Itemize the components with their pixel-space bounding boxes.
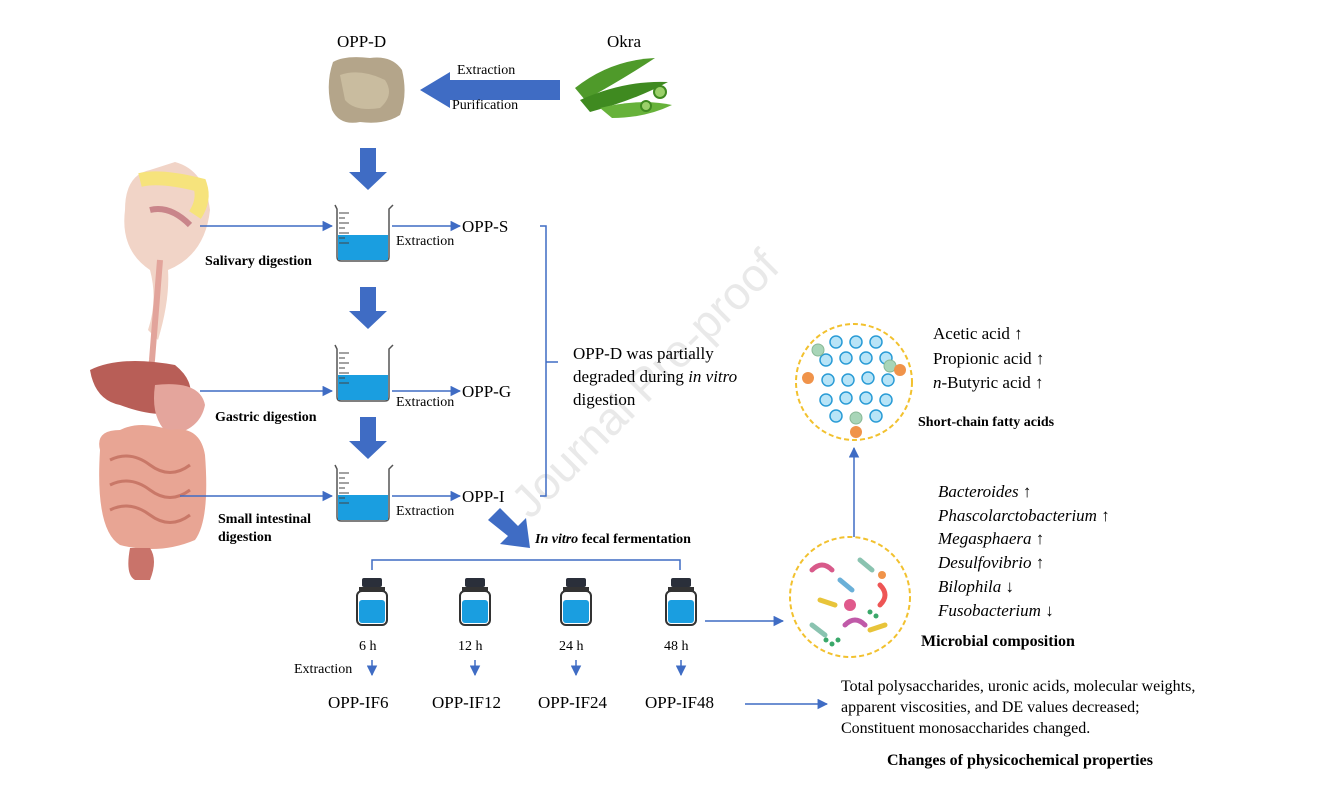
fermentation-title: In vitro fecal fermentation [535,532,691,547]
okra-label: Okra [607,32,641,51]
scfa-item-acetic: Acetic acid ↑ [933,324,1023,343]
gastric-digestion-label: Gastric digestion [215,410,317,425]
extraction-salivary: Extraction [396,234,455,249]
oppd-powder-image [328,57,405,123]
time-6h: 6 h [359,639,377,654]
oppd-label: OPP-D [337,32,387,51]
microbe-fusobacterium: Fusobacterium ↓ [938,601,1054,620]
opp-if6-label: OPP-IF6 [328,693,389,712]
bracket-note-line3: digestion [573,390,636,409]
small-intestinal-label-1: Small intestinal [218,512,311,527]
scfa-title: Short-chain fatty acids [918,415,1055,430]
extraction-small-intestinal: Extraction [396,504,455,519]
opp-if12-label: OPP-IF12 [432,693,501,712]
small-intestinal-label-2: digestion [218,530,272,545]
okra-image [575,58,672,118]
extraction-fermentation: Extraction [294,662,353,677]
flow-big-arrows [349,72,560,548]
microbial-composition-title: Microbial composition [921,633,1075,650]
opp-if24-label: OPP-IF24 [538,693,607,712]
microbe-desulfovibrio: Desulfovibrio ↑ [938,553,1045,572]
time-24h: 24 h [559,639,584,654]
physchem-line3: Constituent monosaccharides changed. [841,720,1091,737]
microbial-circle [789,536,911,658]
opp-s-label: OPP-S [462,217,509,236]
physchem-line2: apparent viscosities, and DE values decr… [841,699,1140,716]
bottle-12h [459,577,491,626]
microbe-phascolarctobacterium: Phascolarctobacterium ↑ [938,506,1110,525]
extraction-label-top: Extraction [457,63,516,78]
microbe-bilophila: Bilophila ↓ [938,577,1015,596]
physchem-title: Changes of physicochemical properties [887,752,1153,769]
scfa-circle [795,323,913,441]
opp-i-label: OPP-I [462,487,505,506]
physchem-line1: Total polysaccharides, uronic acids, mol… [841,678,1196,695]
time-48h: 48 h [664,639,689,654]
scfa-item-propionic: Propionic acid ↑ [933,349,1045,368]
opp-g-label: OPP-G [462,382,512,401]
microbe-bacteroides: Bacteroides ↑ [938,482,1032,501]
scfa-item-butyric: n-Butyric acid ↑ [933,373,1044,392]
thin-arrows [180,220,860,710]
salivary-digestion-label: Salivary digestion [205,254,312,269]
purification-label: Purification [452,98,519,113]
beaker-gastric [334,344,394,402]
human-digestive-system-illustration [90,162,210,580]
opp-if48-label: OPP-IF48 [645,693,714,712]
beaker-salivary [334,204,394,262]
bottle-48h [665,577,697,626]
time-12h: 12 h [458,639,483,654]
bracket-note-line2: degraded during in vitro [573,367,738,386]
beaker-small-intestinal [334,464,394,522]
microbe-megasphaera: Megasphaera ↑ [938,529,1045,548]
bottle-24h [560,577,592,626]
bracket-note-line1: OPP-D was partially [573,344,714,363]
extraction-gastric: Extraction [396,395,455,410]
bottle-6h [356,577,388,626]
